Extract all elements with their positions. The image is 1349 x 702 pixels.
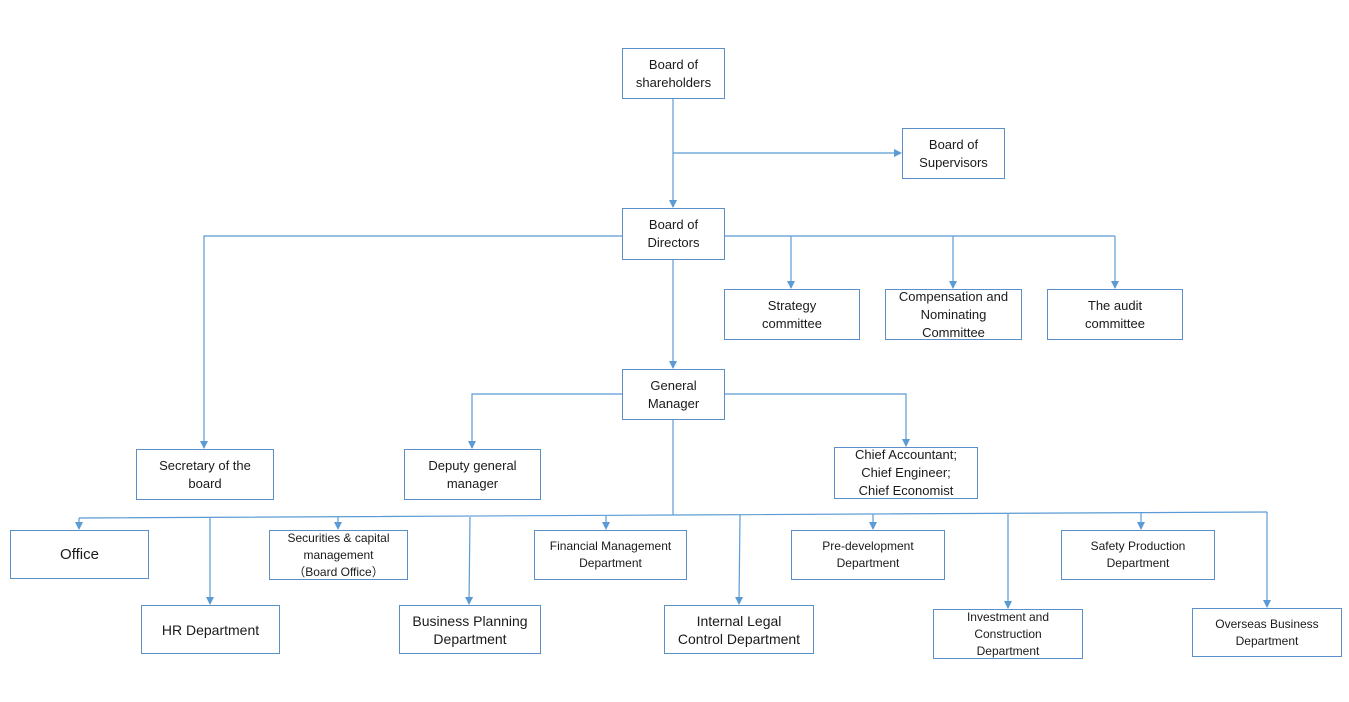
node-business-planning-department: Business Planning Department (399, 605, 541, 654)
node-office: Office (10, 530, 149, 579)
node-board-of-directors: Board of Directors (622, 208, 725, 260)
connector-gm-chiefs (725, 393, 910, 447)
node-board-of-shareholders: Board of shareholders (622, 48, 725, 99)
connector-directors-secretary (200, 235, 622, 449)
node-hr-department: HR Department (141, 605, 280, 654)
node-securities-capital-management: Securities & capital management （Board O… (269, 530, 408, 580)
node-financial-management-department: Financial Management Department (534, 530, 687, 580)
node-deputy-general-manager: Deputy general manager (404, 449, 541, 500)
node-strategy-committee: Strategy committee (724, 289, 860, 340)
node-internal-legal-control-department: Internal Legal Control Department (664, 605, 814, 654)
node-board-of-supervisors: Board of Supervisors (902, 128, 1005, 179)
node-pre-development-department: Pre-development Department (791, 530, 945, 580)
node-investment-construction-department: Investment and Construction Department (933, 609, 1083, 659)
connector-to-legal (735, 514, 744, 605)
node-safety-production-department: Safety Production Department (1061, 530, 1215, 580)
node-chief-officers: Chief Accountant; Chief Engineer; Chief … (834, 447, 978, 499)
connector-department-bus (78, 511, 1268, 519)
node-overseas-business-department: Overseas Business Department (1192, 608, 1342, 657)
node-secretary-of-the-board: Secretary of the board (136, 449, 274, 500)
node-compensation-committee: Compensation and Nominating Committee (885, 289, 1022, 340)
node-audit-committee: The audit committee (1047, 289, 1183, 340)
connector-gm-deputy (468, 393, 622, 449)
connector-to-business-planning (465, 516, 474, 605)
node-general-manager: General Manager (622, 369, 725, 420)
